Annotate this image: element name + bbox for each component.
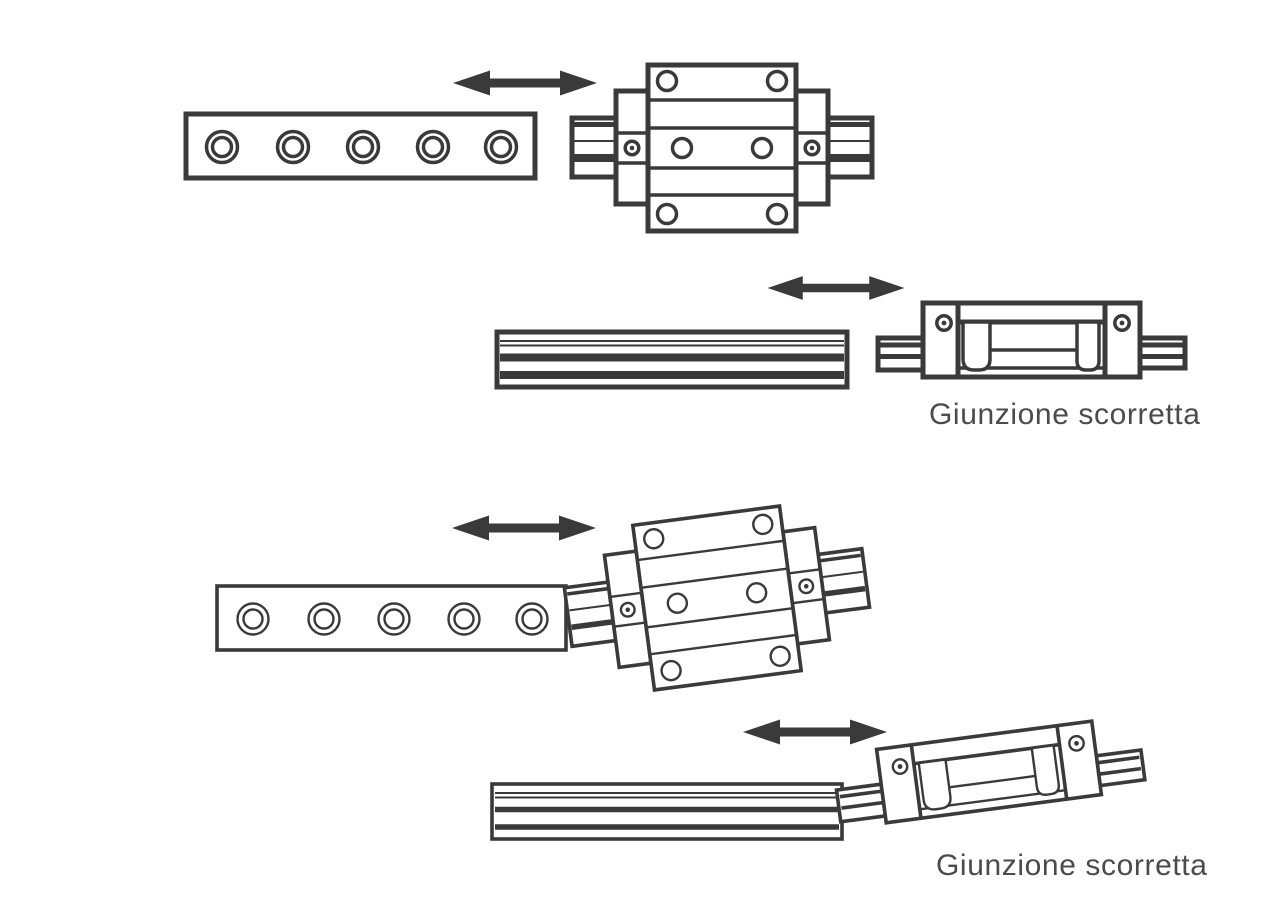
rail-side-view — [497, 332, 847, 387]
carriage-top-view-tilted — [557, 496, 876, 700]
rail-top-view — [186, 114, 535, 178]
double-arrow-icon — [743, 719, 887, 745]
carriage-side-view — [878, 303, 1185, 377]
caption-giunzione-scorretta-1: Giunzione scorretta — [929, 398, 1201, 431]
double-arrow-icon — [453, 70, 597, 96]
rail-top-view — [217, 586, 566, 650]
figure-top-view-straight — [186, 65, 872, 231]
figure-side-view-step — [497, 276, 1185, 387]
double-arrow-icon — [452, 515, 596, 541]
rail-side-view — [492, 784, 842, 839]
caption-giunzione-scorretta-2: Giunzione scorretta — [936, 849, 1208, 882]
figure-top-view-tilted — [217, 496, 877, 700]
carriage-top-view — [572, 65, 872, 231]
figure-side-view-tilted — [492, 715, 1146, 839]
double-arrow-icon — [767, 276, 905, 300]
